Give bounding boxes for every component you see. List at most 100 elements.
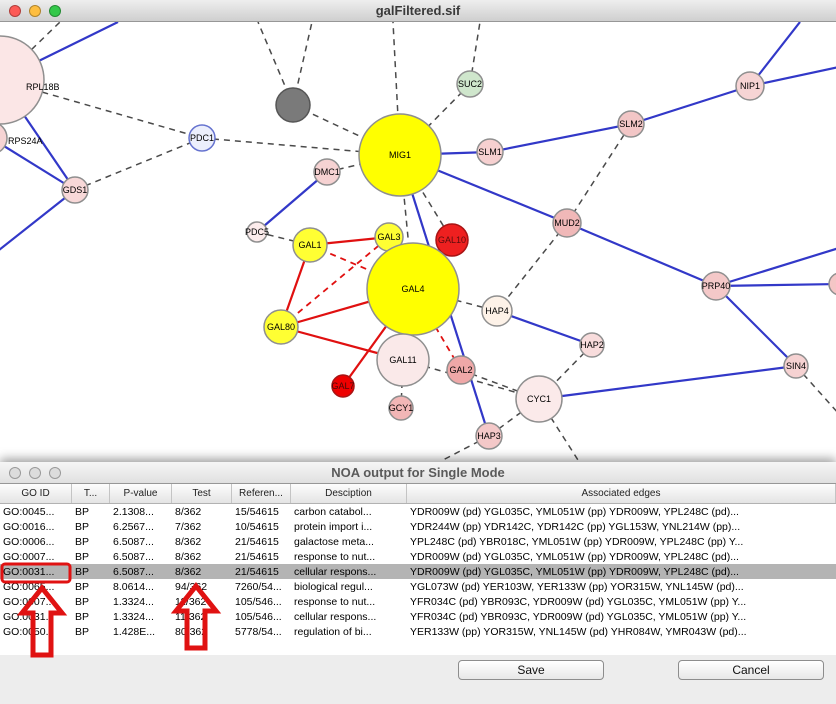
node-label-gal2: GAL2 bbox=[449, 365, 472, 375]
edge-pp bbox=[496, 309, 593, 347]
table-cell: YFR034C (pd) YBR093C, YDR009W (pd) YGL03… bbox=[410, 595, 747, 608]
node-label-gal7: GAL7 bbox=[331, 381, 354, 391]
network-canvas[interactable]: RPL18BRPS24AGDS1PDC1DMC1MIG1SUC2SLM1SLM2… bbox=[0, 22, 836, 462]
node-label-pdc1: PDC1 bbox=[190, 133, 214, 143]
column-header-associated-edges[interactable]: Associated edges bbox=[407, 484, 836, 503]
column-header-t[interactable]: T... bbox=[72, 484, 110, 503]
minimize-button[interactable] bbox=[29, 5, 41, 17]
table-cell: BP bbox=[75, 550, 90, 563]
minimize-button[interactable] bbox=[29, 467, 41, 479]
table-cell: 1.428E... bbox=[113, 625, 156, 638]
node-pdc1[interactable] bbox=[188, 124, 216, 152]
node-rps24a[interactable] bbox=[0, 122, 8, 154]
node-gal4[interactable] bbox=[366, 242, 460, 336]
table-cell: YDR009W (pd) YGL035C, YML051W (pp) YDR00… bbox=[410, 565, 739, 578]
node-gds1[interactable] bbox=[61, 176, 89, 204]
node-suc2[interactable] bbox=[456, 70, 484, 98]
node-hap3[interactable] bbox=[475, 422, 503, 450]
table-cell: GO:0031... bbox=[3, 610, 55, 623]
node-label-gal3: GAL3 bbox=[377, 232, 400, 242]
table-cell: biological regul... bbox=[294, 580, 373, 593]
node-label-gal4: GAL4 bbox=[401, 284, 424, 294]
zoom-button[interactable] bbox=[49, 5, 61, 17]
node-label-dmc1: DMC1 bbox=[314, 167, 340, 177]
column-header-go-id[interactable]: GO ID bbox=[0, 484, 72, 503]
node-slm2[interactable] bbox=[617, 110, 645, 138]
node-label-gds1: GDS1 bbox=[63, 185, 88, 195]
node-gray1[interactable] bbox=[275, 87, 311, 123]
node-label-hap2: HAP2 bbox=[580, 340, 604, 350]
node-dmc1[interactable] bbox=[313, 158, 341, 186]
node-sin4[interactable] bbox=[783, 353, 809, 379]
edge-pd bbox=[292, 104, 401, 156]
node-nip1[interactable] bbox=[735, 71, 765, 101]
table-cell: 6.5087... bbox=[113, 550, 154, 563]
table-cell: BP bbox=[75, 610, 90, 623]
network-window-titlebar[interactable]: galFiltered.sif bbox=[0, 0, 836, 22]
zoom-button[interactable] bbox=[49, 467, 61, 479]
close-button[interactable] bbox=[9, 5, 21, 17]
node-mud2[interactable] bbox=[552, 208, 582, 238]
node-hap2[interactable] bbox=[579, 332, 605, 358]
table-cell: regulation of bi... bbox=[294, 625, 372, 638]
close-button[interactable] bbox=[9, 467, 21, 479]
node-gal80[interactable] bbox=[263, 309, 299, 345]
column-header-referen[interactable]: Referen... bbox=[232, 484, 291, 503]
node-label-slm1: SLM1 bbox=[478, 147, 502, 157]
node-prp40[interactable] bbox=[701, 271, 731, 301]
cancel-button[interactable]: Cancel bbox=[678, 660, 824, 680]
node-gal1[interactable] bbox=[292, 227, 328, 263]
node-mig1[interactable] bbox=[358, 113, 442, 197]
node-gal11[interactable] bbox=[376, 333, 430, 387]
node-edger[interactable] bbox=[828, 272, 836, 296]
column-header-p-value[interactable]: P-value bbox=[110, 484, 172, 503]
node-slm1[interactable] bbox=[476, 138, 504, 166]
table-cell: BP bbox=[75, 595, 90, 608]
table-cell: GO:0006... bbox=[3, 535, 55, 548]
table-cell: GO:0050... bbox=[3, 625, 55, 638]
noa-window-titlebar[interactable]: NOA output for Single Mode bbox=[0, 462, 836, 484]
node-pdc5[interactable] bbox=[246, 221, 268, 243]
table-cell: 8/362 bbox=[175, 535, 202, 548]
table-cell: GO:0031... bbox=[3, 565, 55, 578]
column-header-test[interactable]: Test bbox=[172, 484, 232, 503]
save-button[interactable]: Save bbox=[458, 660, 604, 680]
node-gal7[interactable] bbox=[331, 374, 355, 398]
column-header-desciption[interactable]: Desciption bbox=[291, 484, 407, 503]
edge-pp bbox=[715, 282, 836, 288]
table-cell: 1.3324... bbox=[113, 610, 154, 623]
table-cell: 8.0614... bbox=[113, 580, 154, 593]
edge-rd bbox=[280, 236, 390, 328]
table-cell: 7/362 bbox=[175, 520, 202, 533]
node-label-gal80: GAL80 bbox=[267, 322, 295, 332]
node-gal2[interactable] bbox=[446, 355, 476, 385]
table-cell: BP bbox=[75, 505, 90, 518]
node-cyc1[interactable] bbox=[515, 375, 563, 423]
node-gal10[interactable] bbox=[435, 223, 469, 257]
node-label-pdc5: PDC5 bbox=[245, 227, 269, 237]
node-rpl18b[interactable] bbox=[0, 35, 45, 125]
table-cell: 21/54615 bbox=[235, 535, 279, 548]
node-gcy1[interactable] bbox=[388, 395, 414, 421]
table-cell: GO:0007... bbox=[3, 595, 55, 608]
table-cell: YPL248C (pd) YBR018C, YML051W (pp) YDR00… bbox=[410, 535, 744, 548]
edge-pp bbox=[749, 66, 836, 88]
node-hap4[interactable] bbox=[481, 295, 513, 327]
table-cell: YDR009W (pd) YGL035C, YML051W (pp) YDR00… bbox=[410, 505, 739, 518]
node-label-sin4: SIN4 bbox=[786, 361, 806, 371]
node-label-mig1: MIG1 bbox=[389, 150, 411, 160]
table-cell: YFR034C (pd) YBR093C, YDR009W (pd) YGL03… bbox=[410, 610, 747, 623]
edge-pd bbox=[566, 123, 632, 224]
node-label-gal10: GAL10 bbox=[438, 235, 466, 245]
edge-pd bbox=[399, 83, 471, 156]
